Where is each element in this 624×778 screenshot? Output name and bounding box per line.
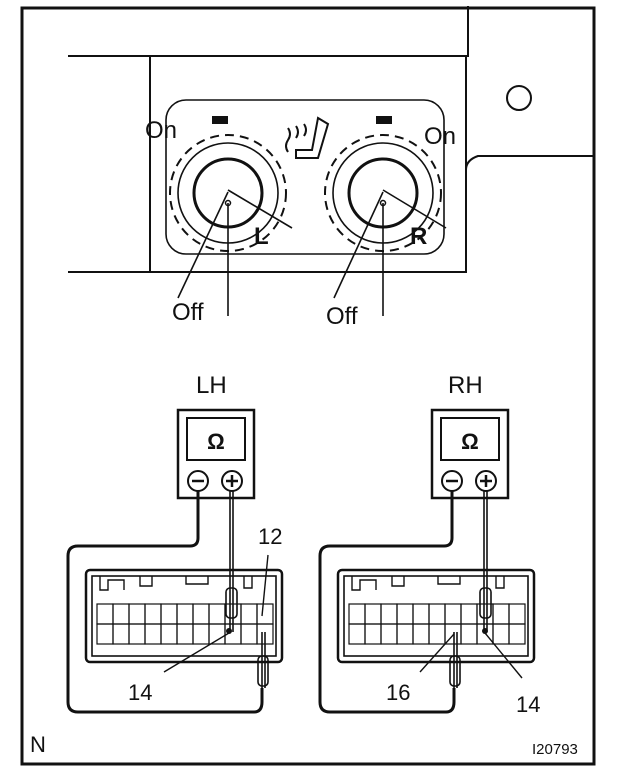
left-pos-probe [225,587,238,619]
left-neg-probe [257,655,269,687]
left-neg-lead [66,491,264,714]
connector-pin-cell [492,623,510,645]
connector-pin-cell [128,603,146,625]
switch-panel: On L Off On R Off [68,6,594,330]
left-ohm-symbol: Ω [207,429,225,454]
right-test-setup: RH Ω 16 14 [318,372,540,717]
connector-pin-cell [396,623,414,645]
right-knob-pointer [382,189,447,229]
left-minus-mark [212,116,228,124]
left-pin-grid [96,603,274,645]
left-connector [84,568,284,664]
bezel-left-edge [68,56,151,273]
connector-pin-cell [208,603,226,625]
right-side-label: R [410,223,427,250]
connector-pin-cell [192,603,210,625]
corner-letter: N [30,732,46,757]
left-pin-12-leader [261,554,269,617]
right-off-leader [333,191,384,299]
connector-pin-cell [256,603,274,625]
bezel-top-edge [68,6,469,57]
bezel-lower-edge [150,56,467,273]
left-ohmmeter: Ω [176,408,256,500]
right-on-label: On [424,123,456,150]
right-knob[interactable] [324,116,447,252]
connector-pin-cell [412,603,430,625]
connector-pin-cell [364,603,382,625]
left-test-setup: LH Ω 12 14 [66,372,284,714]
figure-frame [20,6,596,766]
connector-pin-cell [144,623,162,645]
right-ohm-symbol: Ω [461,429,479,454]
connector-pin-cell [428,603,446,625]
connector-pin-cell [96,623,114,645]
connector-pin-cell [380,603,398,625]
connector-pin-cell [396,603,414,625]
right-pin-14-contact [482,628,488,634]
connector-pin-cell [364,623,382,645]
figure-id: I20793 [532,741,578,758]
connector-pin-cell [460,603,478,625]
left-pin-14-label: 14 [128,680,152,705]
connector-pin-cell [380,623,398,645]
right-pin-16-label: 16 [386,680,410,705]
console-edge [465,155,594,210]
right-pin-14-label: 14 [516,692,540,717]
left-off-label: Off [172,299,204,326]
mounting-hole [506,85,532,111]
connector-pin-cell [428,623,446,645]
right-neg-lead [318,491,456,714]
connector-pin-cell [112,623,130,645]
connector-pin-cell [192,623,210,645]
left-pin-12-label: 12 [258,524,282,549]
left-pin-14-contact [226,628,232,634]
connector-pin-cell [96,603,114,625]
connector-pin-cell [176,623,194,645]
connector-pin-cell [508,623,526,645]
connector-pin-cell [160,623,178,645]
right-pin-14-leader [484,632,523,679]
switch-housing [165,99,445,255]
connector-pin-cell [444,603,462,625]
right-pos-probe [479,587,492,619]
right-connector [336,568,536,664]
left-knob-pointer [227,189,293,229]
right-neg-probe [449,655,461,687]
connector-pin-cell [348,603,366,625]
left-side-label: L [254,223,269,250]
connector-pin-cell [460,623,478,645]
connector-pin-cell [240,623,258,645]
left-pos-terminal[interactable] [221,470,243,492]
connector-pin-cell [492,603,510,625]
seat-heater-icon [285,116,330,159]
right-minus-mark [376,116,392,124]
left-off-leader [177,191,229,299]
connector-pin-cell [176,603,194,625]
right-meter-title: RH [448,372,483,399]
connector-pin-cell [160,603,178,625]
connector-pin-cell [508,603,526,625]
connector-pin-cell [112,603,130,625]
right-pin-16-leader [419,633,455,673]
right-ohmmeter: Ω [430,408,510,500]
connector-pin-cell [128,623,146,645]
left-pin-14-leader [163,632,230,673]
right-pos-terminal[interactable] [475,470,497,492]
connector-pin-cell [240,603,258,625]
right-off-label: Off [326,303,358,330]
connector-pin-cell [144,603,162,625]
connector-pin-cell [348,623,366,645]
left-knob[interactable] [169,116,293,252]
right-pin-grid [348,603,526,645]
left-on-label: On [145,117,177,144]
connector-pin-cell [412,623,430,645]
left-meter-title: LH [196,372,227,399]
